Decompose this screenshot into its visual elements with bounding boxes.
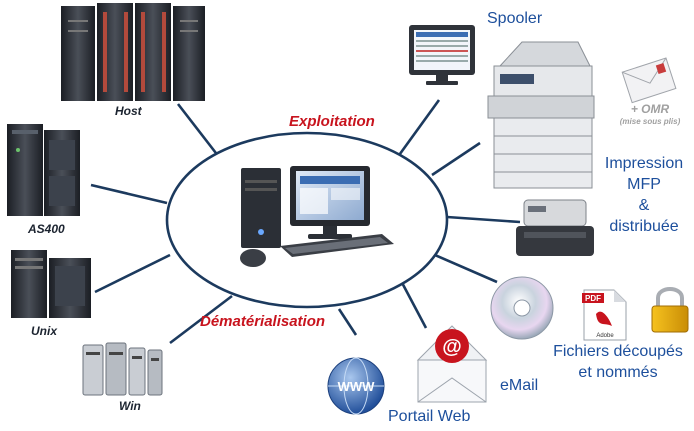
omr-note: (mise sous plis) [619, 117, 681, 126]
adobe-text: Adobe [596, 333, 614, 339]
unix-label: Unix [31, 324, 58, 338]
fichiers-line-2: et nommés [578, 364, 658, 381]
portail-web-label: Portail Web [388, 408, 471, 425]
fichiers-label: Fichiers découpés et nommés [540, 341, 694, 383]
connector-files [427, 250, 498, 284]
cd-disc-icon [490, 276, 554, 340]
omr-title: + OMR [630, 102, 670, 116]
email-envelope-icon: @ [416, 325, 488, 403]
impression-label: Impression MFP & distribuée [596, 153, 692, 237]
connector-web [337, 308, 358, 336]
impression-line-2: MFP [627, 176, 661, 193]
connector-host [176, 103, 221, 158]
connector-win [169, 294, 233, 345]
omr-envelope-icon [621, 57, 677, 104]
laser-printer-icon [516, 199, 594, 256]
unix-server-icon [11, 250, 91, 318]
host-label: Host [115, 104, 142, 118]
connector-laser [446, 215, 521, 224]
dematerialisation-label: Dématérialisation [200, 313, 326, 330]
lock-icon [651, 287, 689, 333]
as400-label: AS400 [28, 222, 65, 236]
as400-server-icon [7, 124, 80, 216]
svg-text:@: @ [442, 336, 462, 358]
impression-line-1: Impression [604, 155, 684, 172]
connector-email [397, 276, 428, 329]
www-globe-icon: WWW [327, 357, 385, 415]
win-label: Win [119, 399, 141, 413]
impression-line-4: distribuée [609, 218, 679, 235]
fichiers-line-1: Fichiers découpés [553, 343, 683, 360]
pdf-document-icon: PDF Adobe [582, 289, 627, 341]
spooler-label: Spooler [487, 10, 543, 27]
connector-as400 [90, 183, 168, 205]
connector-lines [90, 99, 521, 345]
mfp-printer-icon [487, 41, 595, 189]
spooler-monitor-icon [409, 25, 475, 85]
connector-unix [94, 253, 171, 294]
pdf-text: PDF [585, 294, 601, 303]
exploitation-label: Exploitation [289, 113, 375, 130]
connector-mfp [431, 141, 481, 177]
host-mainframe-icon [61, 3, 205, 101]
win-servers-icon [82, 342, 163, 396]
www-text: WWW [338, 379, 376, 394]
impression-line-3: & [638, 197, 650, 214]
workstation-icon [240, 166, 394, 267]
email-label: eMail [500, 377, 539, 394]
omr-label: + OMR (mise sous plis) [610, 102, 690, 126]
connector-spooler [395, 99, 441, 159]
